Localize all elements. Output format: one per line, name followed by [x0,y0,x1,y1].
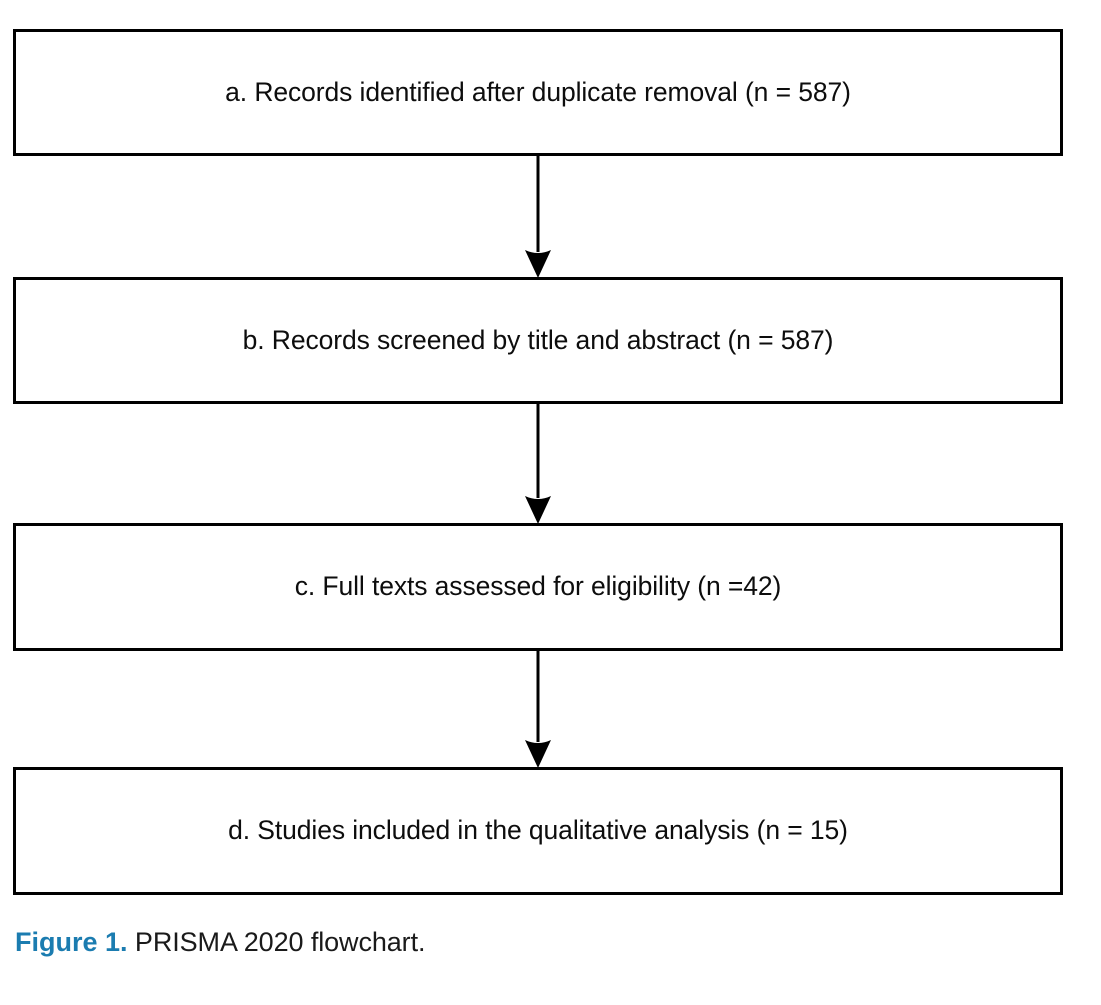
arrow-down-icon [525,156,551,278]
flow-arrow-b-to-c [512,404,564,524]
figure-caption: Figure 1. PRISMA 2020 flowchart. [15,925,425,960]
flow-node-b: b. Records screened by title and abstrac… [13,277,1063,404]
flow-node-c-label: c. Full texts assessed for eligibility (… [294,571,782,602]
flow-node-d-label: d. Studies included in the qualitative a… [228,815,848,846]
flow-arrow-a-to-b [512,156,564,278]
figure-caption-number: Figure 1. [15,927,128,957]
flow-node-d: d. Studies included in the qualitative a… [13,767,1063,895]
figure-caption-text: PRISMA 2020 flowchart. [127,927,426,957]
arrow-down-icon [525,651,551,768]
flow-arrow-c-to-d [512,651,564,768]
flow-node-c: c. Full texts assessed for eligibility (… [13,523,1063,651]
arrow-down-icon [525,404,551,524]
flow-node-a: a. Records identified after duplicate re… [13,29,1063,156]
flow-node-a-label: a. Records identified after duplicate re… [225,76,851,107]
flow-node-b-label: b. Records screened by title and abstrac… [242,324,834,355]
